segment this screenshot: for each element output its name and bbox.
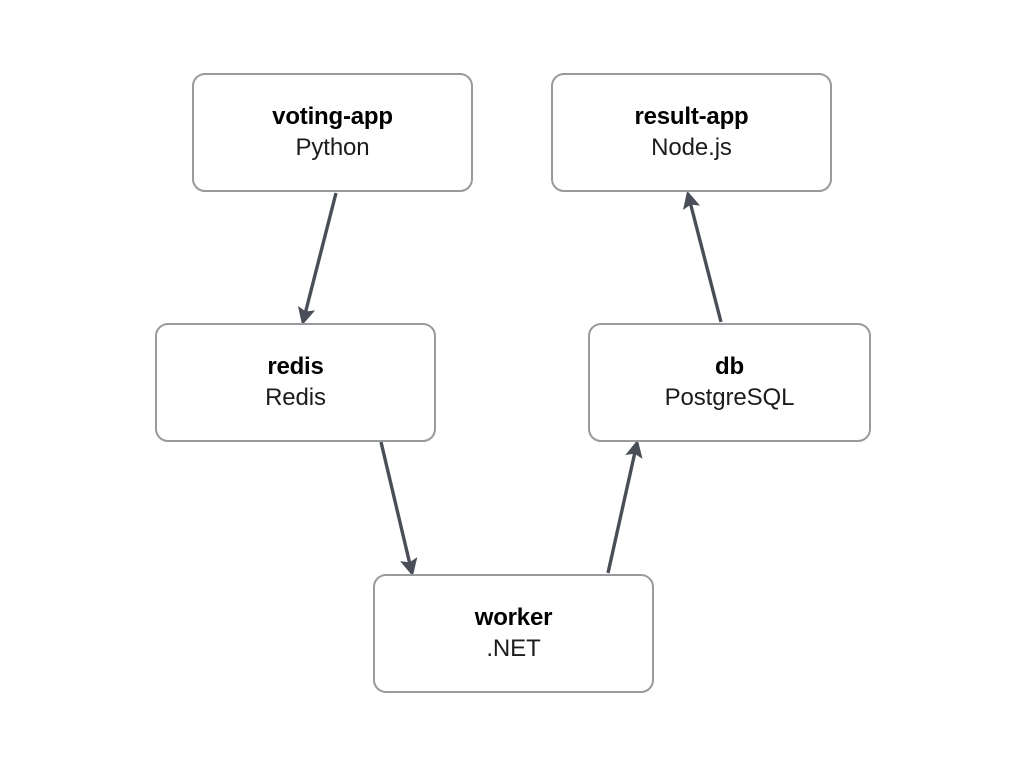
- node-subtitle: PostgreSQL: [664, 383, 795, 411]
- edge-redis-to-worker: [379, 441, 418, 577]
- node-subtitle: .NET: [486, 634, 541, 662]
- node-title: result-app: [634, 103, 749, 131]
- node-voting-app[interactable]: voting-app Python: [192, 73, 473, 192]
- edge-db-to-result-app: [683, 190, 723, 323]
- node-subtitle: Node.js: [651, 133, 732, 161]
- node-worker[interactable]: worker .NET: [373, 574, 654, 693]
- node-title: redis: [267, 353, 324, 381]
- node-db[interactable]: db PostgreSQL: [588, 323, 871, 442]
- node-title: voting-app: [272, 103, 393, 131]
- node-result-app[interactable]: result-app Node.js: [551, 73, 832, 192]
- node-subtitle: Redis: [265, 383, 326, 411]
- node-redis[interactable]: redis Redis: [155, 323, 436, 442]
- edge-voting-app-to-redis: [297, 192, 338, 326]
- node-subtitle: Python: [295, 133, 370, 161]
- node-title: db: [715, 353, 744, 381]
- node-title: worker: [474, 604, 553, 632]
- edge-worker-to-db: [606, 439, 643, 574]
